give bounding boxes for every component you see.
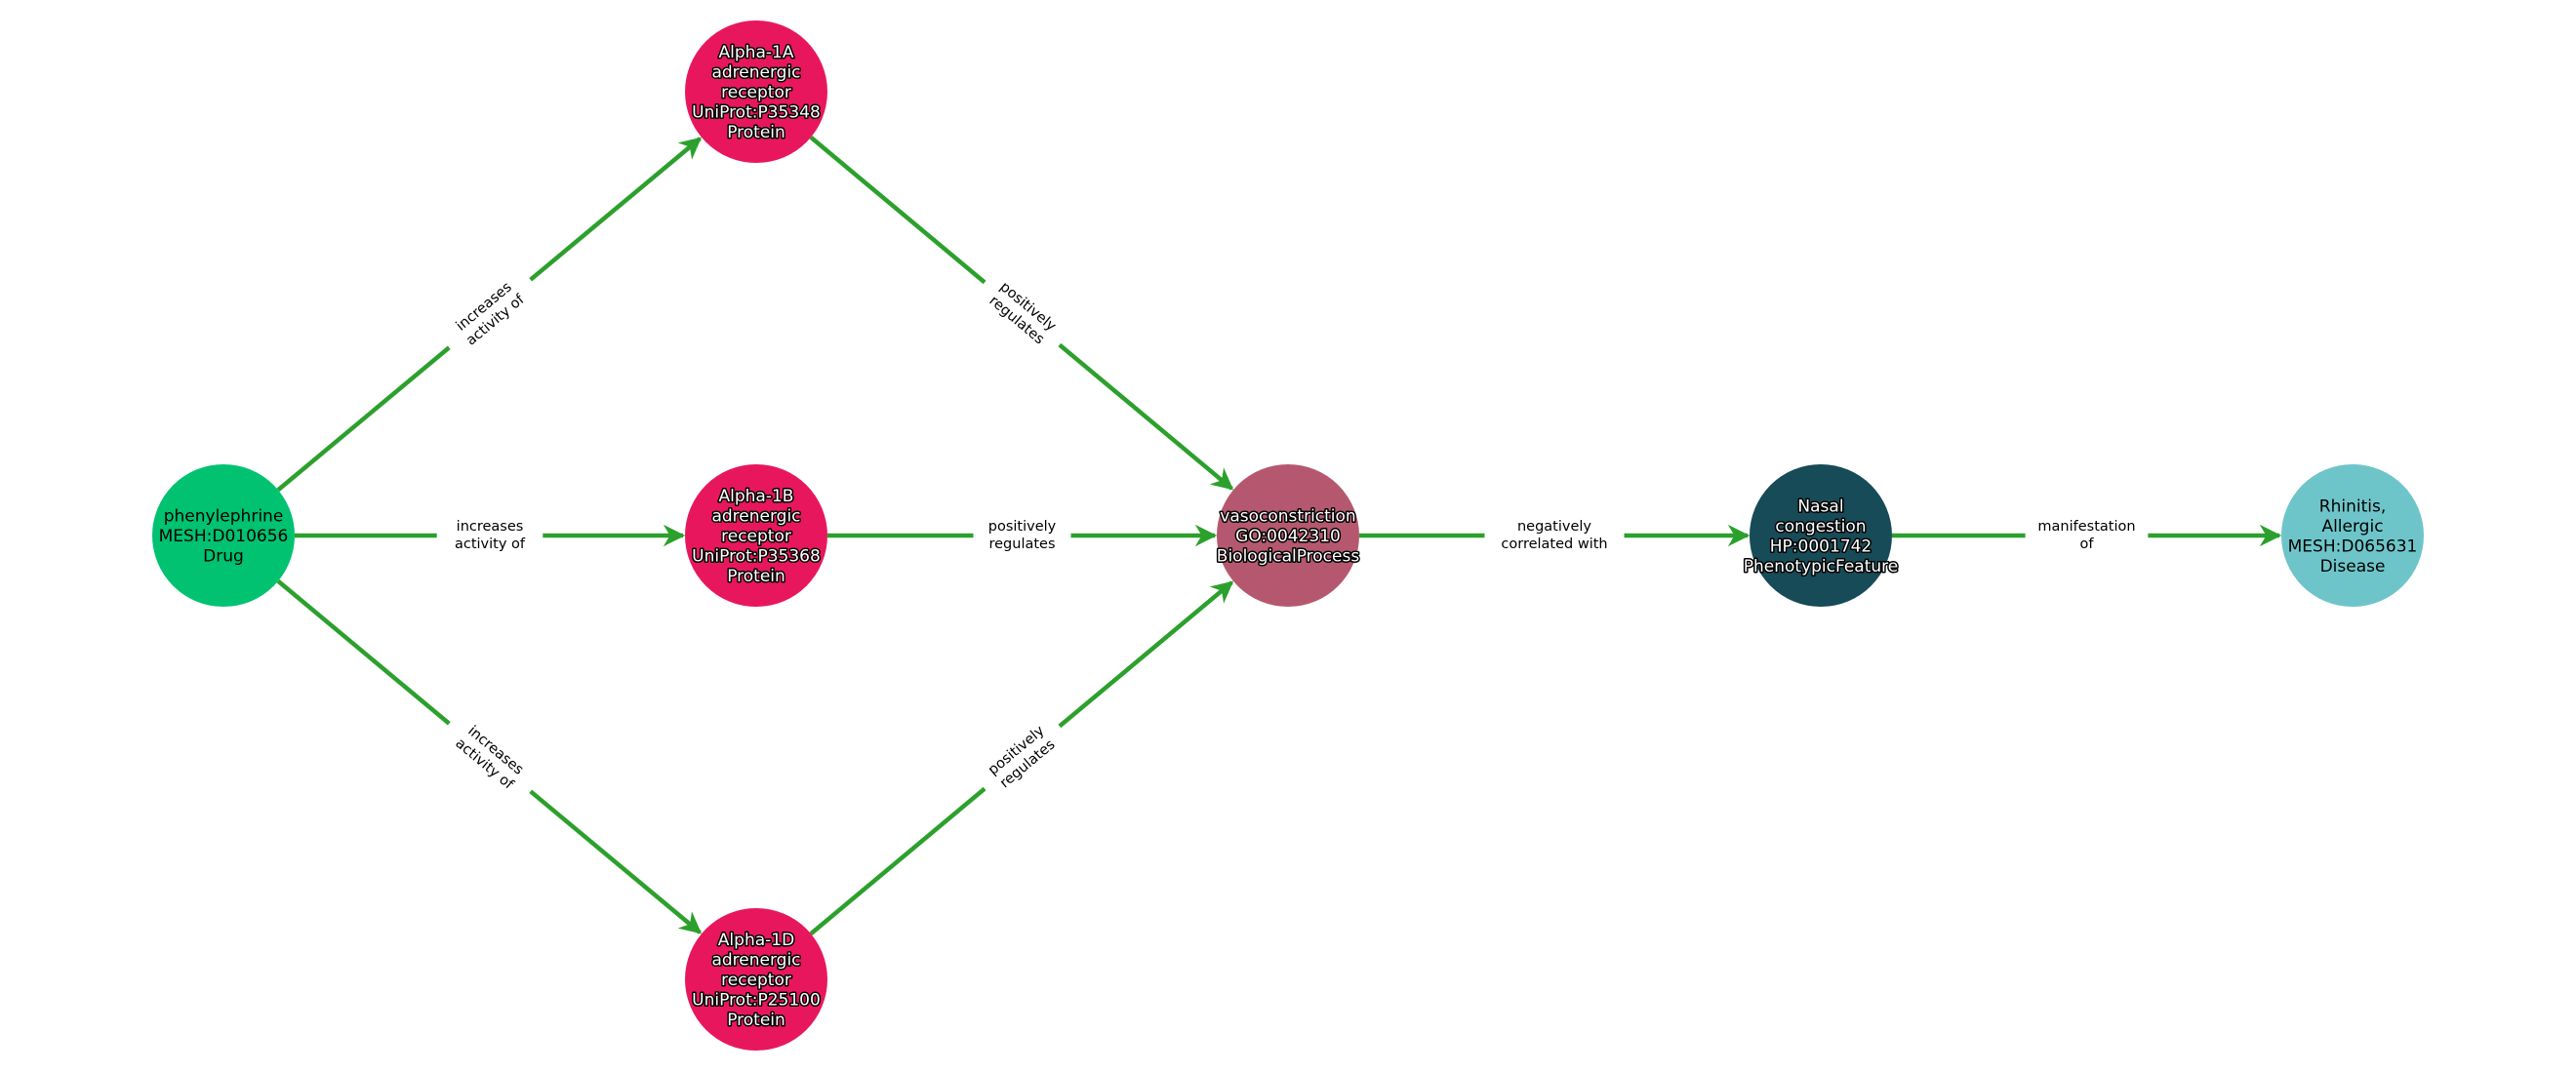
node-label-line: UniProt:P35348: [692, 103, 821, 123]
edge-label-line: negatively: [1517, 519, 1591, 535]
edge-label-background: [2025, 514, 2149, 553]
node-label-line: UniProt:P35368: [692, 547, 821, 567]
node-label-line: receptor: [721, 527, 791, 546]
node-label-line: MESH:D065631: [2288, 536, 2418, 556]
node-label-line: Protein: [727, 1011, 785, 1030]
node-label-line: HP:0001742: [1770, 536, 1872, 556]
edge-label-background: [437, 706, 544, 806]
node-nasal[interactable]: NasalcongestionHP:0001742PhenotypicFeatu…: [1742, 464, 1900, 607]
node-label-line: UniProt:P25100: [692, 991, 821, 1011]
node-label-line: MESH:D010656: [159, 527, 289, 546]
node-label-line: Rhinitis,: [2319, 497, 2386, 516]
edge-label-line: activity of: [455, 536, 526, 552]
node-circle[interactable]: [1750, 464, 1892, 607]
node-label-line: Drug: [203, 547, 244, 567]
node-circle[interactable]: [2281, 464, 2424, 607]
node-circle[interactable]: [1217, 464, 1359, 607]
edge-label-line: positively: [988, 519, 1057, 535]
node-label-line: congestion: [1775, 517, 1866, 536]
edge-label-background: [973, 514, 1071, 553]
edge-label-line: manifestation: [2037, 519, 2135, 535]
edge-label-background: [436, 514, 543, 553]
node-alpha1d[interactable]: Alpha-1DadrenergicreceptorUniProt:P25100…: [685, 908, 827, 1051]
edge-label-background: [973, 265, 1073, 359]
node-circle[interactable]: [685, 464, 827, 607]
node-label-line: Protein: [727, 567, 785, 586]
node-circle[interactable]: [685, 20, 827, 163]
node-circle[interactable]: [152, 464, 295, 607]
edge-label-line: regulates: [988, 536, 1055, 552]
node-label-line: Alpha-1B: [719, 487, 794, 506]
node-label-line: adrenergic: [711, 507, 800, 527]
node-label-line: Alpha-1A: [719, 43, 794, 62]
node-label-line: receptor: [721, 83, 791, 102]
node-label-line: adrenergic: [711, 63, 800, 83]
edge-label-background: [435, 262, 543, 362]
node-label-line: phenylephrine: [164, 507, 284, 527]
node-label-line: BiologicalProcess: [1217, 547, 1360, 567]
edge-label-line: increases: [457, 519, 524, 535]
node-label-line: receptor: [721, 971, 791, 990]
node-label-line: Disease: [2320, 557, 2386, 576]
node-label-line: PhenotypicFeature: [1744, 557, 1899, 576]
edge-label-background: [1484, 514, 1625, 553]
node-alpha1b[interactable]: Alpha-1BadrenergicreceptorUniProt:P35368…: [685, 464, 827, 607]
node-label-line: Allergic: [2321, 517, 2383, 536]
node-label-line: adrenergic: [711, 951, 800, 971]
node-label-line: Protein: [727, 123, 785, 142]
node-circle[interactable]: [685, 908, 827, 1051]
node-label-line: GO:0042310: [1235, 527, 1341, 546]
node-alpha1a[interactable]: Alpha-1AadrenergicreceptorUniProt:P35348…: [685, 20, 827, 163]
edge-label-line: of: [2080, 536, 2095, 552]
node-label-line: vasoconstriction: [1220, 507, 1355, 527]
node-label-line: Nasal: [1797, 497, 1843, 516]
node-vasoconstriction[interactable]: vasoconstrictionGO:0042310BiologicalProc…: [1215, 464, 1361, 607]
edge-label-background: [971, 709, 1071, 803]
node-label-line: Alpha-1D: [718, 931, 794, 950]
edge-label-line: correlated with: [1501, 536, 1607, 552]
